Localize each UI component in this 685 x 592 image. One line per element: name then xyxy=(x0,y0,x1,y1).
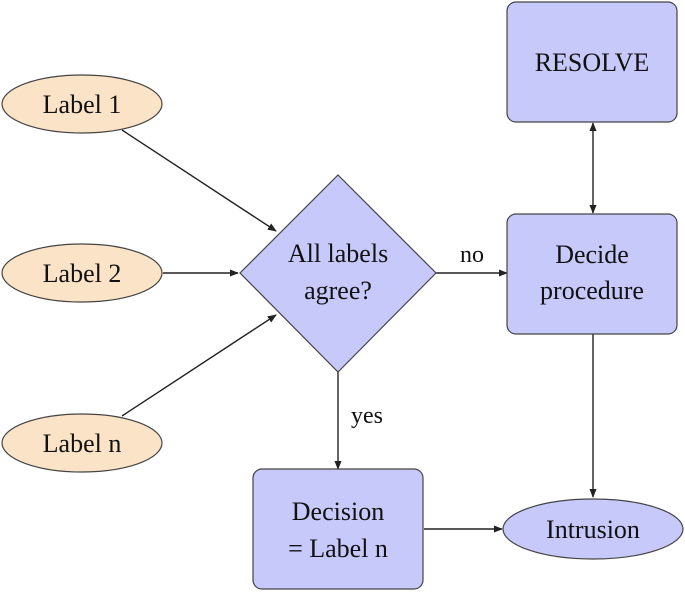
decision-text-line2: = Label n xyxy=(288,534,388,563)
agree-text-line2: agree? xyxy=(304,276,372,305)
resolve-box xyxy=(506,1,678,123)
label2-text: Label 2 xyxy=(43,259,122,288)
edge-label-no: no xyxy=(460,242,484,268)
decision-box xyxy=(252,468,424,590)
intrusion-text: Intrusion xyxy=(546,515,640,544)
edge-labeln-to-agree xyxy=(121,314,277,417)
label1-text: Label 1 xyxy=(43,90,122,119)
labeln-node xyxy=(1,413,163,473)
agree-diamond xyxy=(239,174,437,373)
labeln-text: Label n xyxy=(43,429,122,458)
label1-node xyxy=(1,74,163,134)
decision-text-line1: Decision xyxy=(292,497,384,526)
edge-label1-to-agree xyxy=(121,129,277,232)
resolve-text: RESOLVE xyxy=(535,48,650,77)
decide-box xyxy=(506,213,678,335)
decide-text-line2: procedure xyxy=(540,276,644,305)
agree-text-line1: All labels xyxy=(288,239,388,268)
label2-node xyxy=(1,243,163,303)
intrusion-node xyxy=(502,498,684,560)
edge-label-yes: yes xyxy=(351,403,383,429)
decide-text-line1: Decide xyxy=(555,240,629,269)
